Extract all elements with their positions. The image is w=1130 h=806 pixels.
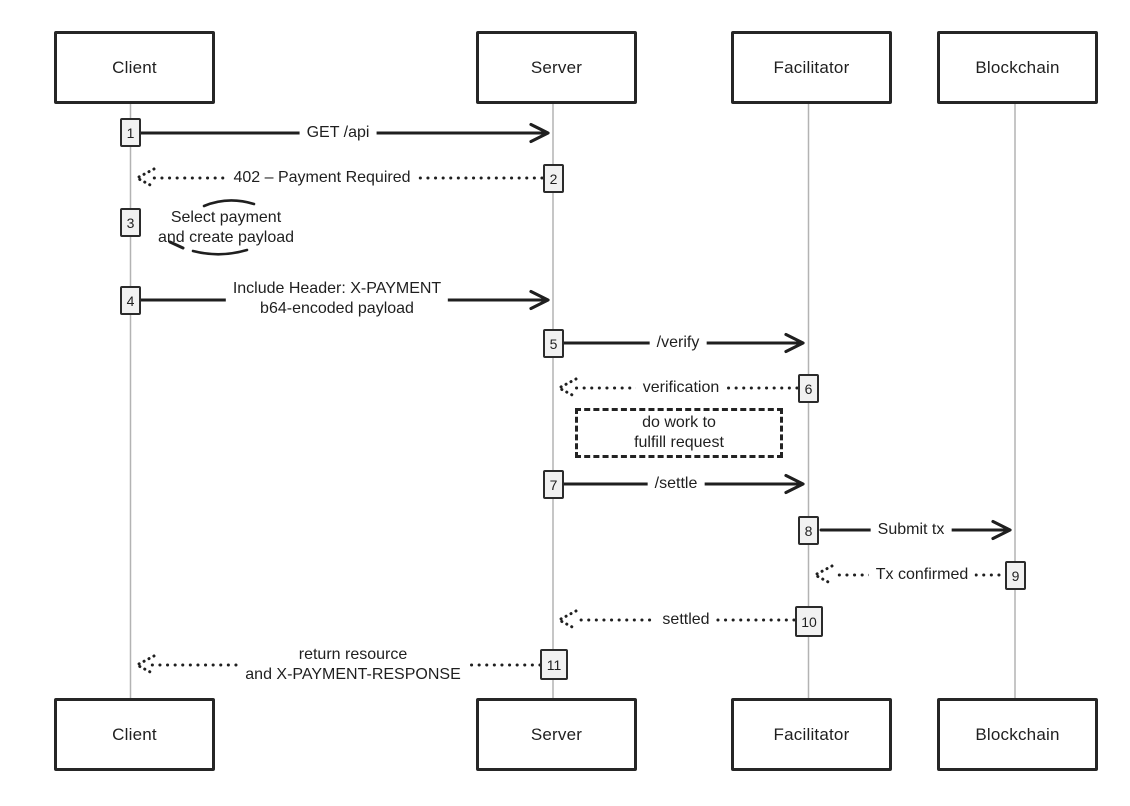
participant-label: Blockchain bbox=[975, 724, 1060, 744]
arrowhead-left-dotted-icon bbox=[135, 654, 156, 676]
participant-client-top: Client bbox=[54, 31, 215, 104]
message-4-badge: 4 bbox=[120, 286, 141, 315]
participant-blockchain-bottom: Blockchain bbox=[937, 698, 1098, 771]
arrowhead-right-icon bbox=[529, 289, 550, 311]
message-9-badge: 9 bbox=[1005, 561, 1026, 590]
message-4-line2: b64-encoded payload bbox=[260, 300, 414, 317]
message-5-badge: 5 bbox=[543, 329, 564, 358]
message-11-arrow bbox=[135, 654, 542, 676]
note-do-work: do work to fulfill request bbox=[575, 408, 783, 458]
sketch-arc-bottom bbox=[191, 248, 249, 256]
participant-blockchain-top: Blockchain bbox=[937, 31, 1098, 104]
message-7-label: /settle bbox=[647, 473, 705, 495]
message-10-arrow bbox=[557, 609, 796, 631]
message-4-line1: Include Header: X-PAYMENT bbox=[232, 280, 442, 297]
message-1-badge: 1 bbox=[120, 118, 141, 147]
message-4-label: Include Header: X-PAYMENT b64-encoded pa… bbox=[225, 278, 449, 320]
message-3-badge: 3 bbox=[120, 208, 141, 237]
message-1-label: GET /api bbox=[299, 122, 377, 144]
message-2-badge: 2 bbox=[543, 164, 564, 193]
message-6-label: verification bbox=[635, 377, 727, 399]
message-7-badge: 7 bbox=[543, 470, 564, 499]
message-8-label: Submit tx bbox=[870, 519, 952, 541]
message-9-label: Tx confirmed bbox=[868, 564, 976, 586]
arrowhead-right-icon bbox=[784, 473, 805, 495]
message-11-line2: and X-PAYMENT-RESPONSE bbox=[245, 666, 461, 683]
arrowhead-right-icon bbox=[784, 332, 805, 354]
participant-label: Client bbox=[112, 724, 157, 744]
participant-facilitator-bottom: Facilitator bbox=[731, 698, 892, 771]
participant-server-top: Server bbox=[476, 31, 637, 104]
participant-label: Server bbox=[530, 57, 583, 77]
participant-client-bottom: Client bbox=[54, 698, 215, 771]
participant-label: Server bbox=[530, 724, 583, 744]
message-11-line1: return resource bbox=[298, 646, 408, 663]
participant-label: Facilitator bbox=[773, 724, 850, 744]
message-3-line2: and create payload bbox=[157, 229, 295, 246]
sketch-tick bbox=[168, 240, 185, 250]
arrowhead-left-dotted-icon bbox=[813, 564, 834, 586]
message-6-arrow bbox=[557, 377, 799, 399]
message-11-badge: 11 bbox=[540, 649, 568, 680]
participant-label: Client bbox=[112, 57, 157, 77]
sketch-arc-top bbox=[202, 199, 256, 208]
message-2-arrow bbox=[135, 167, 544, 189]
message-5-label: /verify bbox=[649, 332, 707, 354]
participant-label: Facilitator bbox=[773, 57, 850, 77]
message-10-label: settled bbox=[655, 609, 717, 631]
participant-server-bottom: Server bbox=[476, 698, 637, 771]
message-10-badge: 10 bbox=[795, 606, 823, 637]
message-3-line1: Select payment bbox=[170, 209, 282, 226]
message-6-badge: 6 bbox=[798, 374, 819, 403]
note-line1: do work to bbox=[642, 414, 716, 431]
arrowhead-right-icon bbox=[991, 519, 1012, 541]
note-line2: fulfill request bbox=[634, 434, 724, 451]
message-8-badge: 8 bbox=[798, 516, 819, 545]
participant-facilitator-top: Facilitator bbox=[731, 31, 892, 104]
arrowhead-left-dotted-icon bbox=[135, 167, 156, 189]
message-11-label: return resource and X-PAYMENT-RESPONSE bbox=[238, 644, 468, 686]
participant-label: Blockchain bbox=[975, 57, 1060, 77]
arrowhead-left-dotted-icon bbox=[557, 377, 578, 399]
arrowhead-left-dotted-icon bbox=[557, 609, 578, 631]
arrowhead-right-icon bbox=[529, 122, 550, 144]
message-3-sketch bbox=[168, 199, 256, 256]
message-3-label: Select payment and create payload bbox=[151, 207, 301, 249]
message-2-label: 402 – Payment Required bbox=[226, 167, 418, 189]
